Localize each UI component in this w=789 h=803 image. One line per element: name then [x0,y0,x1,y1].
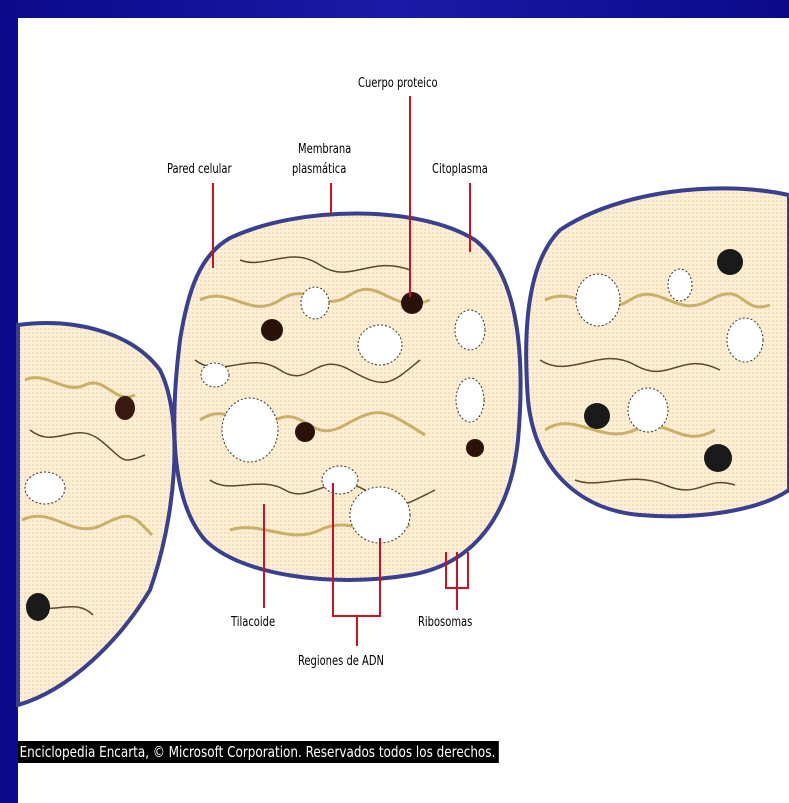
copyright-caption: Enciclopedia Encarta, © Microsoft Corpor… [18,741,499,763]
label-citoplasma: Citoplasma [432,162,488,177]
label-membrana-line2: plasmática [292,162,346,177]
label-regiones-adn: Regiones de ADN [298,654,384,669]
left-cell [18,323,174,705]
right-cell [526,188,789,516]
label-ribosomas: Ribosomas [418,615,472,630]
label-membrana-line1: Membrana [298,142,351,157]
label-cuerpo-proteico: Cuerpo proteico [358,76,438,91]
middle-cell [174,213,520,579]
label-pared-celular: Pared celular [167,162,232,177]
label-tilacoide: Tilacoide [231,615,275,630]
